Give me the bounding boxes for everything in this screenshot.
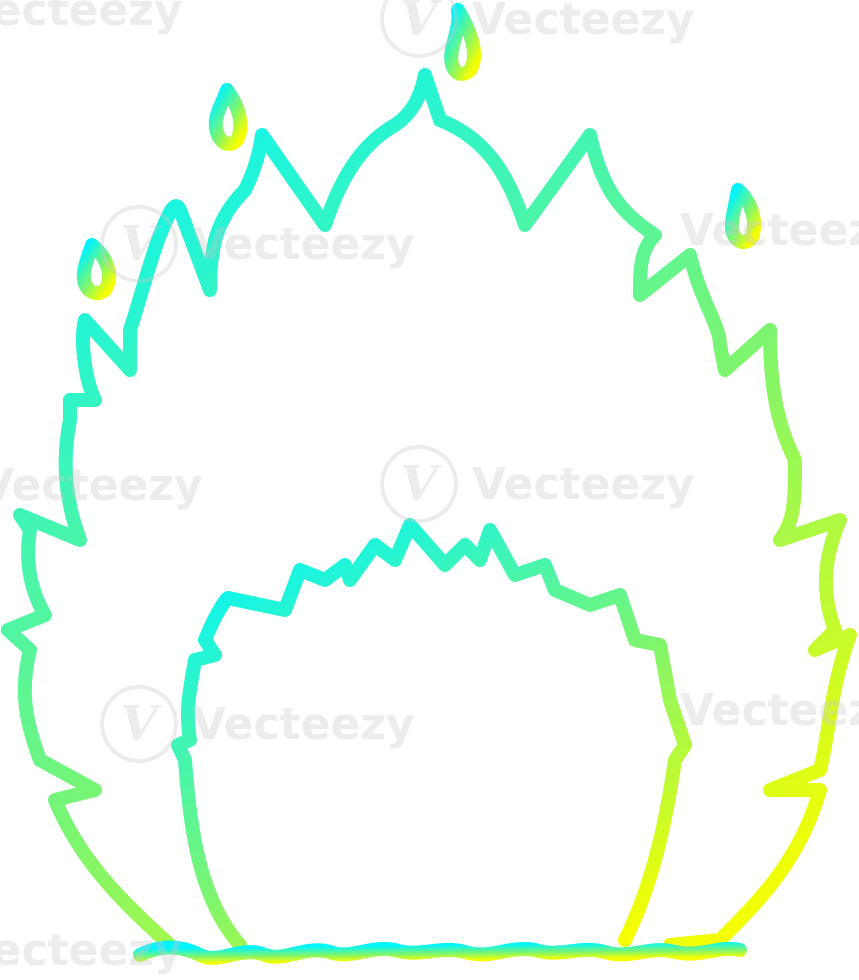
spark-droplet-left-top xyxy=(208,83,248,151)
spark-droplet-left xyxy=(76,238,117,301)
outer-flame-outline xyxy=(1,68,857,952)
spark-droplet-right xyxy=(724,183,762,249)
inner-flame-outline xyxy=(171,518,692,952)
spark-droplet-top xyxy=(444,3,481,81)
bottom-wave-line xyxy=(133,940,747,965)
